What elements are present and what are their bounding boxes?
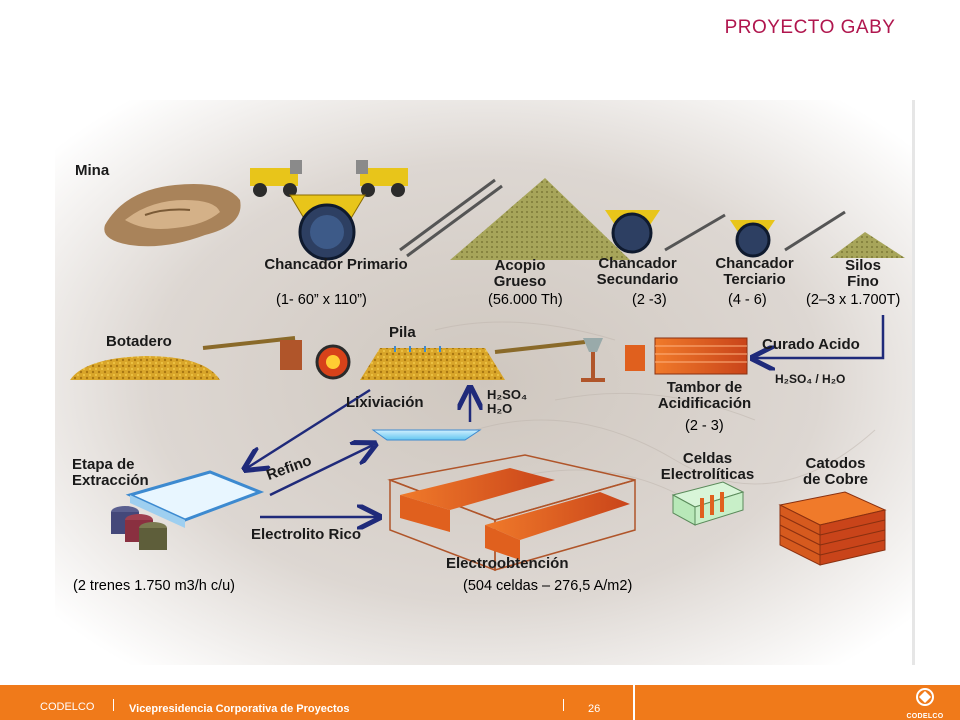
footer-divider xyxy=(633,685,635,720)
waste-dump-icon xyxy=(70,356,220,380)
label-celdas: Celdas Electrolíticas xyxy=(660,450,755,483)
label-reagent-lix: H₂SO₄ H₂O xyxy=(487,387,528,416)
spec-silos-fino: (2–3 x 1.700T) xyxy=(806,292,901,308)
label-mina: Mina xyxy=(75,162,110,179)
stacker-icon xyxy=(280,340,351,380)
codelco-logo: CODELCO xyxy=(905,688,945,720)
label-catodos: Catodos de Cobre xyxy=(802,455,868,488)
spec-tambor: (2 - 3) xyxy=(685,418,724,434)
haul-truck-icon xyxy=(356,160,408,197)
fine-silo-icon xyxy=(830,232,905,258)
spec-etapa-extraccion: (2 trenes 1.750 m3/h c/u) xyxy=(73,578,235,594)
acid-drum-icon xyxy=(625,337,748,375)
footer-company: CODELCO xyxy=(40,701,95,713)
conveyor-icon xyxy=(399,178,503,258)
flow-arrow xyxy=(247,388,371,468)
solvent-extraction-icon xyxy=(111,470,265,550)
spec-chancador-terciario: (4 - 6) xyxy=(728,292,767,308)
feed-hopper-icon xyxy=(581,338,605,382)
label-curado-acido: Curado Acido xyxy=(762,336,860,353)
label-tambor: Tambor de Acidificación xyxy=(657,379,752,412)
electrowinning-plant-icon xyxy=(387,454,636,572)
codelco-logo-icon xyxy=(916,688,934,706)
tertiary-crusher-icon xyxy=(730,220,775,258)
slide-title: PROYECTO GABY xyxy=(724,17,896,38)
mine-pit-icon xyxy=(104,184,241,247)
label-electroobtencion: Electroobtención xyxy=(446,555,569,572)
spec-chancador-primario: (1- 60” x 110”) xyxy=(276,292,367,308)
label-pila: Pila xyxy=(389,324,416,341)
process-diagram xyxy=(55,100,915,665)
footer-separator xyxy=(563,699,564,711)
secondary-crusher-icon xyxy=(605,210,660,254)
spec-electroobtencion: (504 celdas – 276,5 A/m2) xyxy=(463,578,633,594)
heap-leach-pad-icon xyxy=(360,348,505,380)
footer-separator xyxy=(113,699,114,711)
label-chancador-primario: Chancador Primario xyxy=(264,256,408,273)
flow-arrow xyxy=(755,315,885,358)
flow-arrow xyxy=(269,445,373,497)
label-acopio-grueso: Acopio Grueso xyxy=(493,257,547,290)
spec-chancador-secundario: (2 -3) xyxy=(632,292,667,308)
footer-page-number: 26 xyxy=(588,703,601,715)
electrolytic-cell-icon xyxy=(671,481,745,526)
label-electrolito-rico: Electrolito Rico xyxy=(251,526,362,543)
label-etapa-extraccion: Etapa de Extracción xyxy=(72,456,149,489)
label-chancador-terciario: Chancador Terciario xyxy=(715,255,794,288)
label-reagent-curado: H₂SO₄ / H₂O xyxy=(775,372,846,386)
footer-bar: CODELCO Vicepresidencia Corporativa de P… xyxy=(0,685,960,720)
leach-pond-icon xyxy=(371,429,482,441)
primary-crusher-icon xyxy=(289,194,366,261)
codelco-logo-text: CODELCO xyxy=(906,713,944,720)
spec-acopio-grueso: (56.000 Th) xyxy=(488,292,563,308)
label-lixiviacion: Lixiviación xyxy=(346,394,424,411)
copper-cathodes-icon xyxy=(778,491,887,566)
coarse-stockpile-icon xyxy=(450,178,630,260)
label-chancador-secundario: Chancador Secundario xyxy=(596,255,679,288)
footer-department: Vicepresidencia Corporativa de Proyectos xyxy=(129,703,350,715)
label-botadero: Botadero xyxy=(106,333,172,350)
haul-truck-icon xyxy=(250,160,302,197)
label-silos-fino: Silos Fino xyxy=(845,257,881,290)
